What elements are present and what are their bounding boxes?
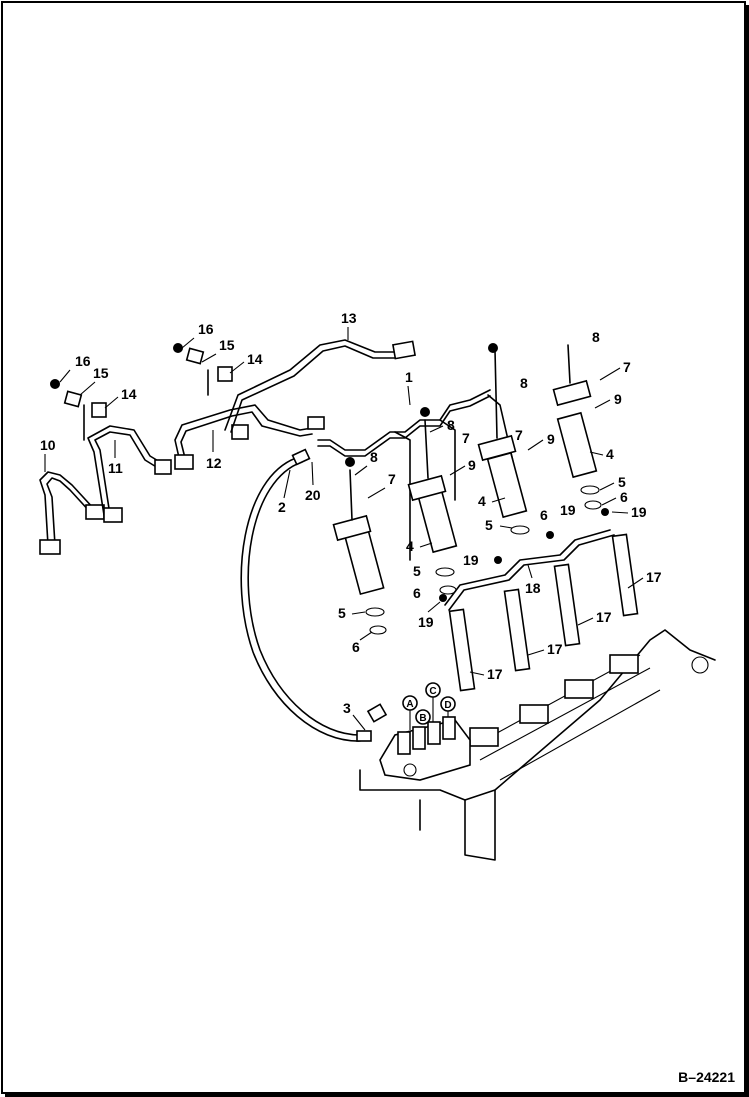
callout-17-front: 17 [487, 666, 503, 682]
callout-7-front: 7 [388, 471, 396, 487]
cylinder-head [359, 629, 716, 861]
callout-7-far: 7 [623, 359, 631, 375]
callout-8-far: 8 [592, 329, 600, 345]
callout-5-far: 5 [618, 474, 626, 490]
callout-labels: 13 1 10 11 12 2 20 3 16 15 14 16 15 14 8… [40, 310, 662, 731]
callout-1: 1 [405, 369, 413, 385]
callout-8-rear: 8 [520, 375, 528, 391]
callout-19-mid: 19 [463, 552, 479, 568]
callout-9-far: 9 [614, 391, 622, 407]
glow-plugs [448, 533, 639, 692]
port-c-label: C [429, 686, 436, 697]
callout-4-far: 4 [606, 446, 614, 462]
injection-pump-head [379, 716, 471, 781]
callout-5-front: 5 [338, 605, 346, 621]
callout-9-mid: 9 [468, 457, 476, 473]
callout-9-rear: 9 [547, 431, 555, 447]
callout-7-mid: 7 [462, 430, 470, 446]
callout-17-far: 17 [646, 569, 662, 585]
callout-12: 12 [206, 455, 222, 471]
callout-17-rear: 17 [596, 609, 612, 625]
port-b-label: B [419, 713, 426, 724]
return-hose [240, 448, 388, 742]
callout-8-mid: 8 [447, 417, 455, 433]
line-clamps [50, 343, 233, 441]
callout-11: 11 [108, 460, 123, 476]
callout-10: 10 [40, 437, 56, 453]
callout-14-right: 14 [247, 351, 263, 367]
callout-3: 3 [343, 700, 351, 716]
injector-3 [477, 343, 530, 535]
callout-2: 2 [278, 499, 286, 515]
callout-19-front: 19 [418, 614, 434, 630]
callout-16-left: 16 [75, 353, 91, 369]
injector-1 [332, 457, 387, 635]
callout-13: 13 [341, 310, 357, 326]
callout-19-far: 19 [631, 504, 647, 520]
callout-6-far: 6 [620, 489, 628, 505]
port-d-label: D [444, 700, 451, 711]
callout-4-rear: 4 [478, 493, 486, 509]
drawing-reference-number: B–24221 [678, 1069, 735, 1085]
injector-2 [407, 407, 458, 595]
callout-15-left: 15 [93, 365, 109, 381]
callout-7-rear: 7 [515, 427, 523, 443]
callout-19-rear: 19 [560, 502, 576, 518]
callout-20: 20 [305, 487, 321, 503]
callout-17-mid: 17 [547, 641, 563, 657]
port-a-label: A [406, 699, 413, 710]
callout-5-mid: 5 [413, 563, 421, 579]
callout-6-rear: 6 [540, 507, 548, 523]
callout-16-right: 16 [198, 321, 214, 337]
callout-14-left: 14 [121, 386, 137, 402]
pump-port-markers: A B C D [402, 682, 456, 730]
port-b-marker [415, 709, 431, 725]
callout-15-right: 15 [219, 337, 235, 353]
injector-4 [552, 344, 602, 510]
callout-6-mid: 6 [413, 585, 421, 601]
glow-plug-bus-bar [439, 508, 615, 611]
callout-6-front: 6 [352, 639, 360, 655]
callout-4-mid: 4 [406, 538, 414, 554]
callout-8-front: 8 [370, 449, 378, 465]
callout-5-rear: 5 [485, 517, 493, 533]
high-pressure-lines [39, 339, 416, 555]
callout-18: 18 [525, 580, 541, 596]
